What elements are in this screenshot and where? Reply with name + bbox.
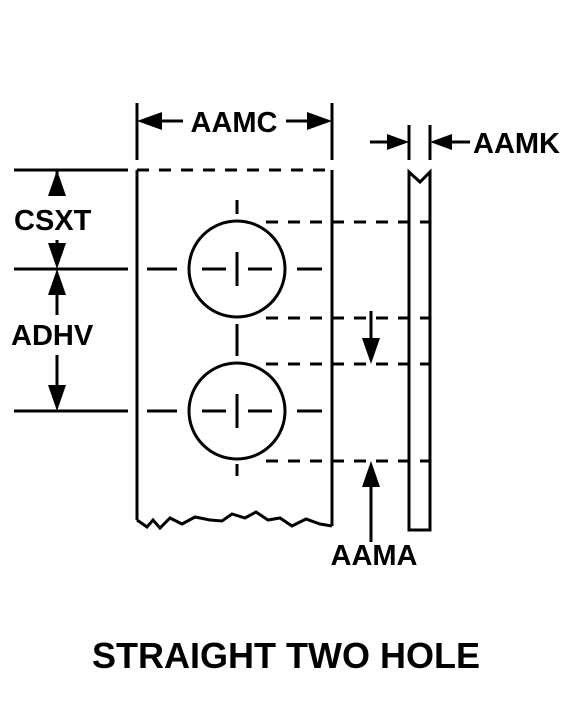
thickness-dimension: AAMK <box>370 125 560 160</box>
hole-spacing-label: ADHV <box>11 320 94 352</box>
strap-side-view <box>407 168 432 532</box>
width-dimension: AAMC <box>135 103 334 160</box>
edge-distance-dimension: CSXT <box>14 168 128 271</box>
offset-label: AAMA <box>331 540 418 572</box>
centerlines <box>147 200 322 476</box>
thickness-label: AAMK <box>473 128 560 160</box>
hole-spacing-dimension: ADHV <box>11 269 128 413</box>
strap-front-view <box>135 168 334 531</box>
break-line <box>136 510 333 531</box>
edge-distance-label: CSXT <box>14 205 92 237</box>
projection-lines <box>266 220 430 463</box>
offset-dimension: AAMA <box>331 311 418 572</box>
hole-lower <box>187 361 287 461</box>
hole-upper <box>187 219 287 319</box>
width-label: AAMC <box>191 107 278 139</box>
diagram-title: STRAIGHT TWO HOLE <box>92 635 480 676</box>
